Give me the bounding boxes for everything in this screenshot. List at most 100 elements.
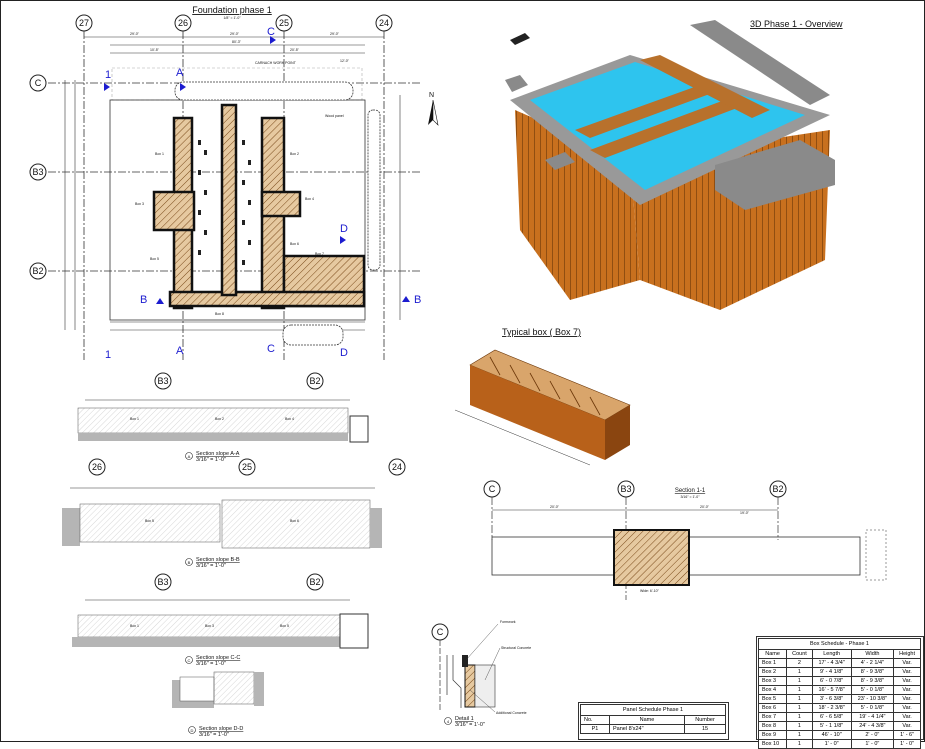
wood-panel-cloud-top [174, 81, 354, 101]
svg-text:3/16" = 1'-0": 3/16" = 1'-0" [196, 457, 226, 463]
svg-text:Box 6: Box 6 [290, 519, 299, 523]
north-arrow-icon: N [428, 92, 439, 126]
svg-text:27: 27 [79, 18, 89, 28]
grid-bubble-24: 24 [375, 14, 393, 32]
svg-text:CARNACH WORK POINT: CARNACH WORK POINT [255, 61, 297, 65]
table-cell: 2 [786, 658, 813, 668]
svg-text:Box 5: Box 5 [280, 624, 289, 628]
overview-title: 3D Phase 1 - Overview [750, 19, 843, 29]
section-c-c: B3 B2 Box 1 Box 3 Box 5 C Section slope … [72, 573, 369, 667]
grid-bubble-26: 26 [174, 14, 192, 32]
table-cell: 24' - 4 3/8" [850, 721, 895, 731]
svg-text:Section slope B-B: Section slope B-B [196, 557, 240, 563]
column-header: Length [811, 649, 852, 659]
table-row: P1 Panel 8'x24" 15 [580, 724, 726, 734]
svg-text:Box 7: Box 7 [315, 252, 324, 256]
table-cell: Var. [893, 694, 921, 704]
svg-text:4: 4 [447, 719, 450, 724]
svg-text:29'-0": 29'-0" [330, 32, 340, 36]
svg-text:3/16" = 1'-0": 3/16" = 1'-0" [196, 563, 226, 569]
table-cell: Box 8 [757, 721, 788, 731]
svg-text:Formwork: Formwork [500, 620, 516, 624]
svg-text:Section slope A-A: Section slope A-A [196, 451, 240, 457]
section-d-d: D Section slope D-D 3/16" = 1'-0" [172, 671, 264, 738]
svg-text:Box 6: Box 6 [290, 242, 299, 246]
svg-text:25: 25 [242, 462, 252, 472]
table-cell: 5' - 1 1/8" [811, 721, 852, 731]
svg-text:Box 4: Box 4 [285, 417, 294, 421]
svg-text:B: B [140, 294, 147, 306]
panel-schedule-title: Panel Schedule Phase 1 [580, 704, 726, 716]
svg-text:25: 25 [279, 18, 289, 28]
column-header: No. [580, 715, 610, 725]
table-cell: 1 [786, 676, 813, 686]
detail-1: C Formwork Structural Concrete Additiona… [431, 620, 531, 728]
table-cell: 23' - 10 3/8" [850, 694, 895, 704]
svg-text:10'-5": 10'-5" [150, 48, 160, 52]
svg-text:Wide: 6'-10": Wide: 6'-10" [640, 589, 660, 593]
column-header: Count [786, 649, 813, 659]
column-header: Number [684, 715, 726, 725]
table-cell: 6' - 0 7/8" [811, 676, 852, 686]
grid-bubble-b2: B2 [29, 262, 47, 280]
box-schedule-title: Box Schedule - Phase 1 [758, 638, 921, 650]
svg-text:24: 24 [379, 18, 389, 28]
section-b-b: 26 25 24 Box 5 Box 6 B Section slope B-B… [62, 458, 406, 569]
view-cube-icon [510, 33, 530, 45]
table-cell: Var. [893, 703, 921, 713]
table-cell: 46' - 10" [811, 730, 852, 740]
svg-text:A: A [176, 67, 184, 79]
table-cell: 1 [786, 667, 813, 677]
svg-text:Box 2: Box 2 [290, 152, 299, 156]
table-cell: 1 [786, 712, 813, 722]
table-cell: 4' - 2 1/4" [850, 658, 895, 668]
svg-text:Additional Concrete: Additional Concrete [496, 711, 527, 715]
svg-text:Box 1: Box 1 [130, 624, 139, 628]
svg-text:C: C [267, 26, 275, 38]
table-cell: Box 3 [757, 676, 788, 686]
svg-text:1: 1 [105, 69, 111, 81]
section-a-a: B3 B2 Box 1 Box 2 Box 4 A Section slope … [77, 372, 369, 463]
svg-text:Section slope C-C: Section slope C-C [196, 655, 240, 661]
table-cell: Box 6 [757, 703, 788, 713]
table-cell: 1' - 0" [893, 739, 921, 749]
table-cell: 5' - 0 1/8" [850, 685, 895, 695]
svg-text:29'-0": 29'-0" [130, 32, 140, 36]
svg-text:Box 3: Box 3 [135, 202, 144, 206]
svg-text:24: 24 [392, 462, 402, 472]
svg-text:Wood panel: Wood panel [325, 114, 344, 118]
svg-text:C: C [489, 484, 496, 494]
box-schedule-table: Box Schedule - Phase 1 Name Count Length… [757, 638, 921, 749]
table-cell: 1' - 0" [811, 739, 852, 749]
svg-text:Box 1: Box 1 [155, 152, 164, 156]
svg-text:Section 1-1: Section 1-1 [675, 488, 706, 494]
foundation-plan: Foundation phase 1 1/8" = 1'-0" 27 26 25… [29, 5, 439, 361]
grid-bubble-c: C [29, 74, 47, 92]
table-cell: 1 [786, 739, 813, 749]
svg-text:D: D [340, 347, 348, 359]
svg-text:D: D [340, 223, 348, 235]
table-cell: 1 [786, 721, 813, 731]
table-cell: 1 [786, 703, 813, 713]
column-header: Name [757, 649, 788, 659]
svg-text:19'-0": 19'-0" [740, 511, 750, 515]
table-cell: 19' - 4 1/4" [850, 712, 895, 722]
svg-text:B3: B3 [157, 577, 168, 587]
svg-text:Box 5: Box 5 [145, 519, 154, 523]
svg-text:Section slope D-D: Section slope D-D [199, 726, 243, 732]
column-header: Width [850, 649, 895, 659]
typical-box-title: Typical box ( Box 7) [502, 327, 581, 337]
svg-text:B2: B2 [32, 266, 43, 276]
svg-text:A: A [188, 454, 191, 459]
svg-text:Detail 1: Detail 1 [455, 716, 474, 722]
plan-scale: 1/8" = 1'-0" [223, 16, 241, 20]
table-cell: Box 10 [757, 739, 788, 749]
table-cell: Box 5 [757, 694, 788, 704]
svg-text:20'-0": 20'-0" [700, 505, 710, 509]
table-cell: Box 4 [757, 685, 788, 695]
